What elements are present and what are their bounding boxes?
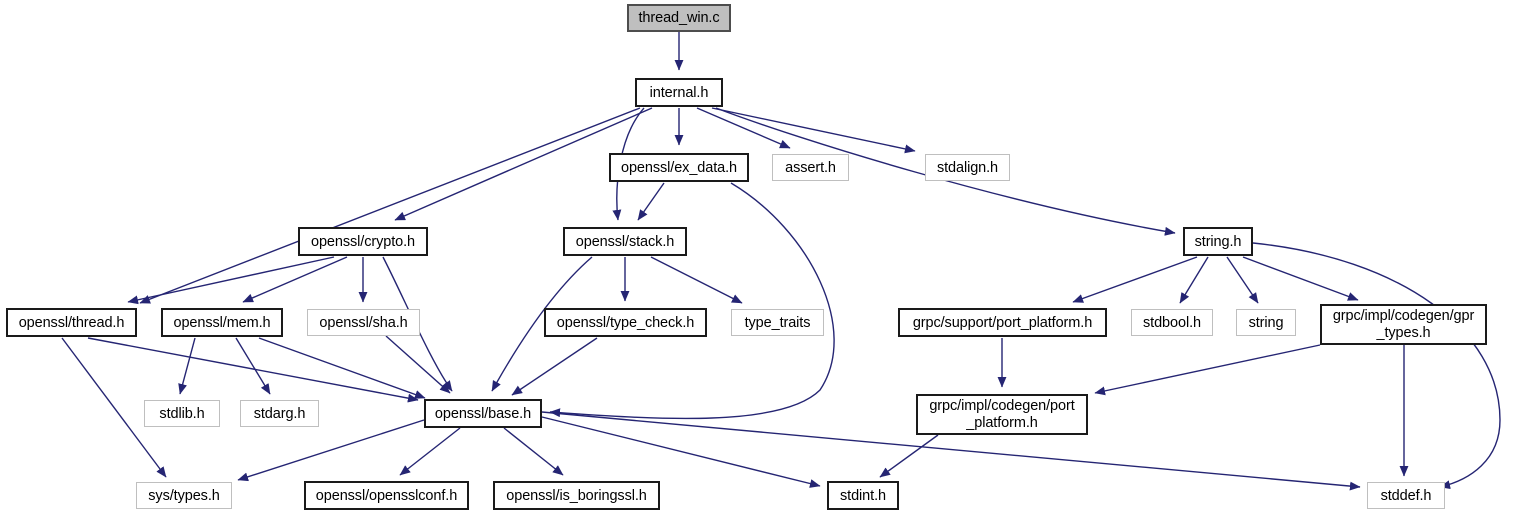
edge-base_h-to-sys_types_h xyxy=(237,419,425,482)
node-assert_h[interactable]: assert.h xyxy=(772,154,849,181)
node-opensslconf_h[interactable]: openssl/opensslconf.h xyxy=(304,481,469,510)
node-thread_win_c[interactable]: thread_win.c xyxy=(627,4,731,32)
edge-string_h-to-string_cpp xyxy=(1226,256,1259,304)
node-base_h[interactable]: openssl/base.h xyxy=(424,399,542,428)
edge-internal_h-to-assert_h xyxy=(696,107,791,149)
node-sha_h[interactable]: openssl/sha.h xyxy=(307,309,420,336)
edge-codegen_port_h-to-stdint_h xyxy=(879,434,939,478)
node-is_boringssl_h[interactable]: openssl/is_boringssl.h xyxy=(493,481,660,510)
edge-stack_h-to-type_traits xyxy=(650,256,743,304)
edge-mem_h-to-stdlib_h xyxy=(178,337,196,395)
node-mem_h[interactable]: openssl/mem.h xyxy=(161,308,283,337)
edge-base_h-to-stddef_h xyxy=(541,411,1361,491)
node-type_traits[interactable]: type_traits xyxy=(731,309,824,336)
edge-crypto_h-to-mem_h xyxy=(242,256,348,303)
node-codegen_port_h[interactable]: grpc/impl/codegen/port _platform.h xyxy=(916,394,1088,435)
edge-string_h-to-gpr_types_h xyxy=(1242,256,1359,301)
node-stdbool_h[interactable]: stdbool.h xyxy=(1131,309,1213,336)
edge-internal_h-to-string_h xyxy=(715,107,1176,236)
node-stdarg_h[interactable]: stdarg.h xyxy=(240,400,319,427)
edge-internal_h-to-stdalign_h xyxy=(711,107,916,154)
edge-ex_data_h-to-stack_h xyxy=(637,182,665,221)
edge-mem_h-to-base_h xyxy=(258,337,426,399)
node-ex_data_h[interactable]: openssl/ex_data.h xyxy=(609,153,749,182)
edge-internal_h-to-crypto_h xyxy=(394,107,653,221)
node-stddef_h[interactable]: stddef.h xyxy=(1367,482,1445,509)
edge-mem_h-to-stdarg_h xyxy=(235,337,271,395)
edge-gpr_types_h-to-codegen_port_h xyxy=(1094,344,1321,396)
node-sys_types_h[interactable]: sys/types.h xyxy=(136,482,232,509)
edge-base_h-to-opensslconf_h xyxy=(399,427,461,476)
edge-ex_data_h-to-base_h xyxy=(549,182,835,420)
edge-string_h-to-stddef_h xyxy=(1252,242,1501,490)
node-stdint_h[interactable]: stdint.h xyxy=(827,481,899,510)
node-type_check_h[interactable]: openssl/type_check.h xyxy=(544,308,707,337)
edge-crypto_h-to-thread_h xyxy=(127,256,335,305)
edge-string_h-to-stdbool_h xyxy=(1179,256,1209,304)
edge-thread_h-to-base_h xyxy=(87,337,419,403)
edge-sha_h-to-base_h xyxy=(385,335,451,394)
node-string_cpp[interactable]: string xyxy=(1236,309,1296,336)
node-stdlib_h[interactable]: stdlib.h xyxy=(144,400,220,427)
edge-base_h-to-stdint_h xyxy=(541,416,821,488)
edge-stack_h-to-base_h xyxy=(491,256,593,392)
node-internal_h[interactable]: internal.h xyxy=(635,78,723,107)
edge-type_check_h-to-base_h xyxy=(511,337,598,396)
edge-thread_h-to-sys_types_h xyxy=(61,337,167,478)
edge-internal_h-to-thread_h xyxy=(139,107,641,304)
node-thread_h[interactable]: openssl/thread.h xyxy=(6,308,137,337)
node-stdalign_h[interactable]: stdalign.h xyxy=(925,154,1010,181)
node-gpr_types_h[interactable]: grpc/impl/codegen/gpr _types.h xyxy=(1320,304,1487,345)
node-port_platform_h[interactable]: grpc/support/port_platform.h xyxy=(898,308,1107,337)
node-crypto_h[interactable]: openssl/crypto.h xyxy=(298,227,428,256)
edge-string_h-to-port_platform_h xyxy=(1072,256,1198,303)
node-stack_h[interactable]: openssl/stack.h xyxy=(563,227,687,256)
node-string_h[interactable]: string.h xyxy=(1183,227,1253,256)
edge-base_h-to-is_boringssl_h xyxy=(503,427,564,476)
